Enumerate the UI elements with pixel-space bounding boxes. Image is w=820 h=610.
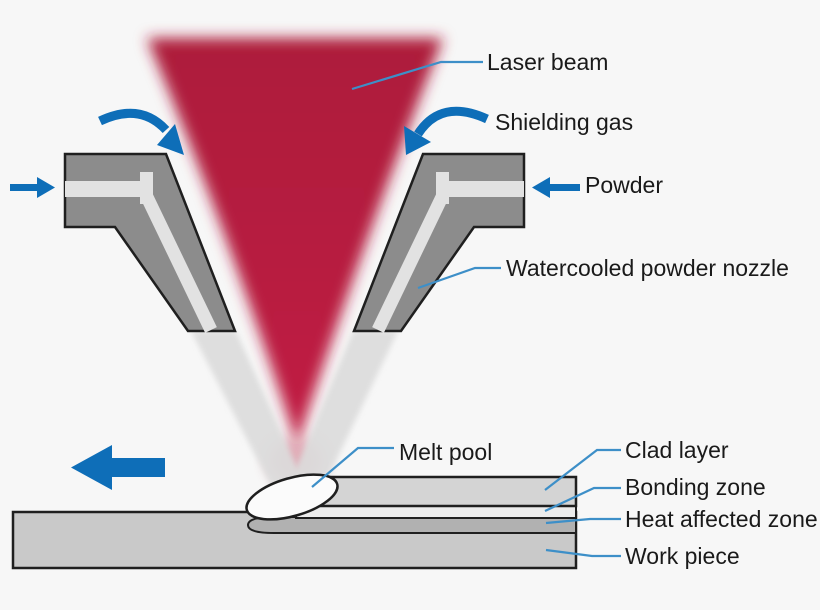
powder-stream-left [191,331,302,490]
label-work-piece: Work piece [625,543,740,569]
powder-arrow-left [10,177,55,198]
clad-layer-shape [294,475,578,508]
powder-channel-left [65,172,217,333]
label-heat-affected-zone: Heat affected zone [625,506,818,532]
shielding-gas-arrow-left [98,108,184,155]
label-bonding-zone: Bonding zone [625,474,766,500]
label-melt-pool: Melt pool [399,439,492,465]
label-shielding-gas: Shielding gas [495,109,633,135]
bonding-zone-shape [295,505,577,519]
powder-channel-left-horizontal [65,181,146,197]
leader-bonding-zone [544,486,621,512]
powder-arrow-right [532,177,580,198]
powder-channel-right [372,172,524,333]
label-clad-layer: Clad layer [625,437,729,463]
powder-channel-right-diagonal [372,194,448,333]
leader-heat-affected-zone [545,517,621,525]
shielding-gas-arrow-right [404,106,489,155]
label-powder: Powder [585,172,663,198]
powder-channel-right-horizontal [443,181,524,197]
heat-affected-zone-shape [246,516,577,534]
powder-channel-left-diagonal [141,194,217,333]
leader-laser-beam [351,60,483,91]
laser-beam-cone [147,38,443,446]
leader-clad-layer [544,448,621,491]
travel-direction-arrow [71,445,165,490]
leader-work-piece [545,548,621,558]
leader-nozzle [417,266,501,290]
label-nozzle: Watercooled powder nozzle [506,255,789,281]
label-laser-beam: Laser beam [487,49,608,75]
powder-stream-right [292,331,398,490]
leader-melt-pool [311,446,394,488]
